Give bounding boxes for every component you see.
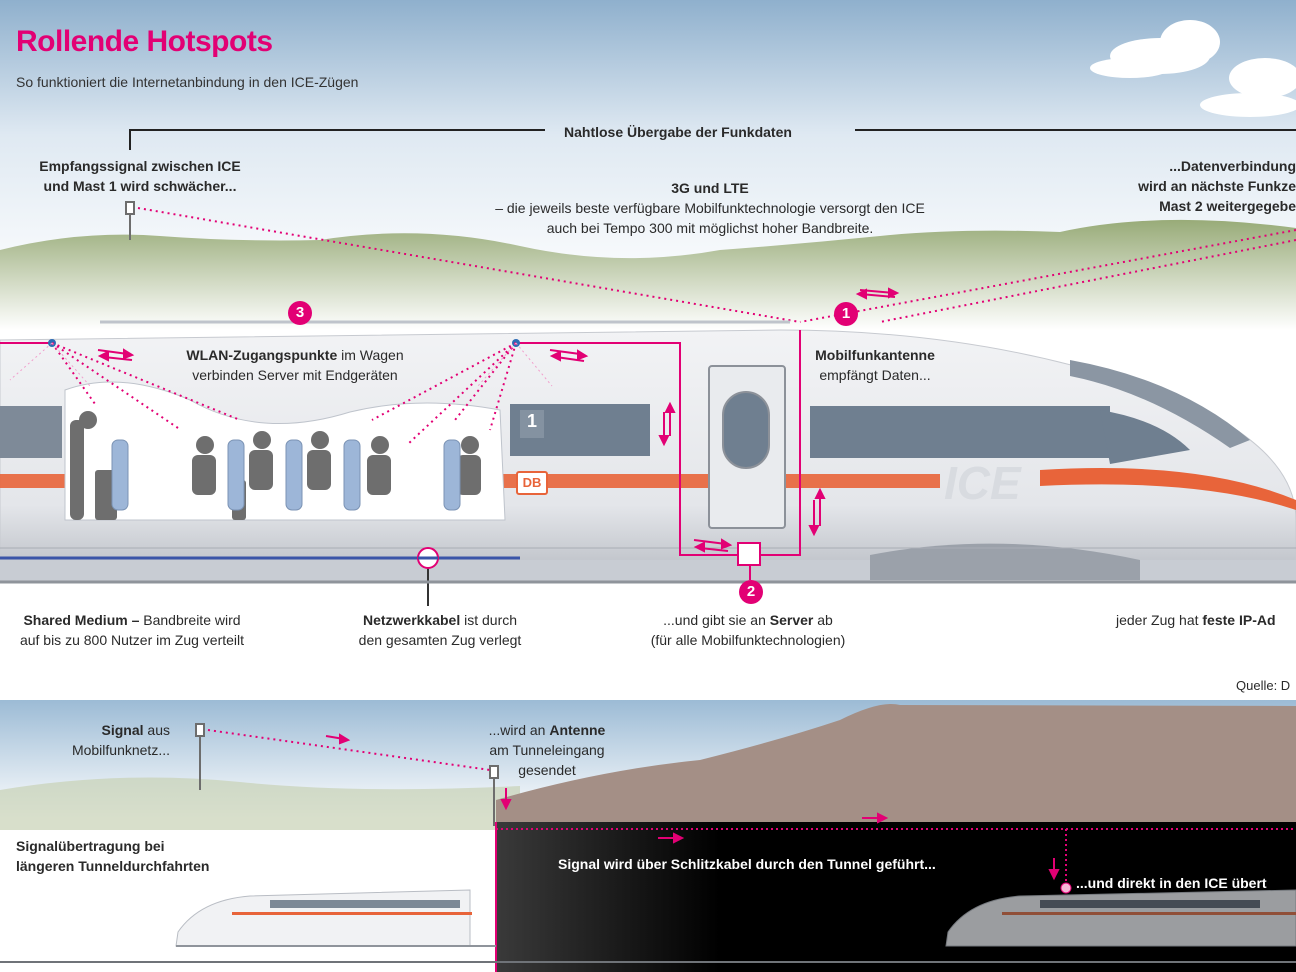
shared-note: Shared Medium – Bandbreite wird auf bis …	[0, 610, 264, 650]
handover-label: Nahtlose Übergabe der Funkdaten	[564, 124, 792, 140]
hills-bottom	[0, 777, 520, 830]
ip-bold: feste IP-Ad	[1202, 612, 1276, 628]
tunnel-heading-line2: längeren Tunneldurchfahrten	[16, 858, 210, 874]
tech-heading: 3G und LTE	[671, 180, 749, 196]
shared-bold: Shared Medium –	[23, 612, 140, 628]
handover-left-line1: Empfangssignal zwischen ICE	[39, 158, 241, 174]
antenna-note: Mobilfunkantenne empfängt Daten...	[790, 345, 960, 385]
cable-marker	[417, 547, 439, 606]
data-arrows	[97, 348, 826, 553]
network-cable	[0, 330, 801, 560]
wlan-bold: WLAN-Zugangspunkte	[186, 347, 338, 363]
ip-note: jeder Zug hat feste IP-Ad	[1116, 610, 1276, 630]
server-line2: (für alle Mobilfunktechnologien)	[650, 632, 846, 648]
slot-cable-note: Signal wird über Schlitzkabel durch den …	[558, 856, 936, 872]
tunnel-signal-line2: Mobilfunknetz...	[71, 742, 170, 758]
antenna-bold: Mobilfunkantenne	[815, 347, 935, 363]
mast-1	[125, 201, 135, 240]
handover-bracket	[129, 129, 1296, 150]
step-1-badge: 1	[834, 302, 858, 326]
source-note: Quelle: D	[1236, 678, 1291, 693]
signal-mast2-dotted	[799, 229, 1296, 323]
server-note: ...und gibt sie an Server ab (für alle M…	[610, 610, 886, 650]
cable-rest: ist durch	[460, 612, 518, 628]
tunnel-signal-bold: Signal	[101, 722, 144, 738]
cable-bold: Netzwerkkabel	[362, 612, 461, 628]
tunnel-heading: Signalübertragung bei längeren Tunneldur…	[16, 836, 209, 876]
mountain	[496, 704, 1296, 830]
cable-line2: den gesamten Zug verlegt	[358, 632, 522, 648]
tunnel-signal-rest: aus	[143, 722, 170, 738]
server-post: ab	[813, 612, 833, 628]
antenna-arrows	[855, 287, 900, 300]
handover-right-line3: Mast 2 weitergegebe	[1159, 198, 1296, 214]
ice-train-small-right	[945, 889, 1296, 947]
handover-left-line2: und Mast 1 wird schwächer...	[43, 178, 237, 194]
direct-note: ...und direkt in den ICE übert	[1076, 875, 1267, 891]
signal-mast1-dotted	[137, 207, 801, 323]
db-logo: DB	[522, 475, 542, 490]
step-3-badge: 3	[288, 301, 312, 325]
shared-rest: Bandbreite wird	[139, 612, 241, 628]
server-pre: ...und gibt sie an	[663, 612, 770, 628]
clouds	[1090, 20, 1296, 117]
tunnel-antenna-note: ...wird an Antenne am Tunneleingang gese…	[462, 720, 632, 780]
tech-note: 3G und LTE – die jeweils beste verfügbar…	[430, 178, 990, 238]
tunnel-antenna-bold: Antenne	[549, 722, 606, 738]
access-points	[9, 339, 553, 445]
tunnel-antenna-line3: gesendet	[518, 762, 576, 778]
ice-logo: ICE	[944, 457, 1021, 509]
tech-line1: – die jeweils beste verfügbare Mobilfunk…	[495, 200, 925, 216]
tech-line2: auch bei Tempo 300 mit möglichst hoher B…	[546, 220, 874, 236]
first-class-label: 1	[526, 411, 537, 431]
tunnel-antenna-line2: am Tunneleingang	[489, 742, 605, 758]
handover-right-line1: ...Datenverbindung	[1169, 158, 1296, 174]
antenna-line2: empfängt Daten...	[819, 367, 931, 383]
server-bold: Server	[769, 612, 814, 628]
shared-line2: auf bis zu 800 Nutzer im Zug verteilt	[19, 632, 245, 648]
ice-train-small-left	[175, 889, 496, 947]
hills-top	[0, 219, 1296, 330]
ip-pre: jeder Zug hat	[1116, 612, 1203, 628]
cable-note: Netzwerkkabel ist durch den gesamten Zug…	[320, 610, 560, 650]
page-title: Rollende Hotspots	[16, 25, 273, 58]
tunnel-signal-note: Signal aus Mobilfunknetz...	[40, 720, 170, 760]
page-subtitle: So funktioniert die Internetanbindung in…	[16, 74, 359, 90]
handover-right: ...Datenverbindung wird an nächste Funkz…	[1080, 156, 1296, 216]
wlan-note: WLAN-Zugangspunkte im Wagen verbinden Se…	[150, 345, 440, 385]
ice-train-main	[0, 329, 1296, 581]
wlan-rest: im Wagen	[337, 347, 404, 363]
wlan-line2: verbinden Server mit Endgeräten	[192, 367, 398, 383]
server-box	[737, 542, 761, 566]
handover-right-line2: wird an nächste Funkze	[1138, 178, 1296, 194]
tunnel-heading-line1: Signalübertragung bei	[16, 838, 165, 854]
handover-left: Empfangssignal zwischen ICE und Mast 1 w…	[10, 156, 270, 196]
step-2-badge: 2	[739, 580, 763, 604]
tunnel-antenna-pre: ...wird an	[488, 722, 550, 738]
